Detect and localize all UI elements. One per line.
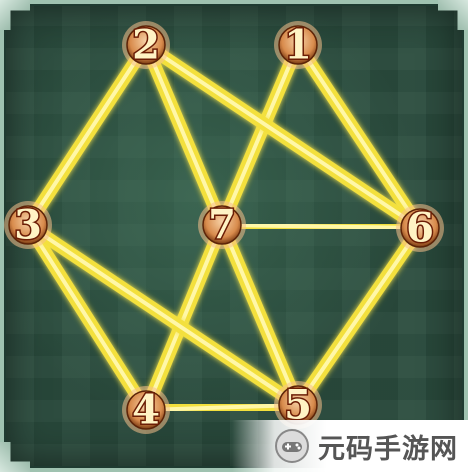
edge-4-3[interactable] (21, 218, 153, 417)
edge-2-6[interactable] (139, 38, 427, 235)
node-label: 1 (284, 22, 312, 69)
node-4[interactable]: 4 (122, 385, 170, 435)
node-label: 7 (208, 202, 236, 249)
node-label: 2 (132, 22, 160, 69)
node-3[interactable]: 3 (4, 200, 52, 250)
edge-3-5[interactable] (21, 218, 305, 412)
edge-1-6[interactable] (291, 38, 427, 235)
node-2[interactable]: 2 (122, 20, 170, 70)
edge-7-4[interactable] (139, 218, 229, 417)
node-7[interactable]: 7 (198, 200, 246, 250)
edge-1-7[interactable] (215, 38, 305, 232)
game-controller-logo-icon (275, 429, 309, 463)
edge-7-5[interactable] (215, 218, 305, 412)
node-1[interactable]: 1 (274, 20, 322, 70)
node-label: 3 (14, 202, 42, 249)
node-label: 4 (132, 387, 160, 434)
edges-layer (21, 38, 427, 417)
edge-5-4[interactable] (139, 398, 305, 417)
edge-3-2[interactable] (21, 38, 153, 232)
site-watermark: 元码手游网 (232, 420, 468, 472)
node-6[interactable]: 6 (396, 203, 444, 253)
node-label: 6 (406, 205, 434, 252)
watermark-text: 元码手游网 (318, 433, 458, 465)
edge-7-6[interactable] (215, 218, 427, 235)
edge-6-5[interactable] (291, 221, 427, 412)
edge-2-7[interactable] (139, 38, 229, 232)
